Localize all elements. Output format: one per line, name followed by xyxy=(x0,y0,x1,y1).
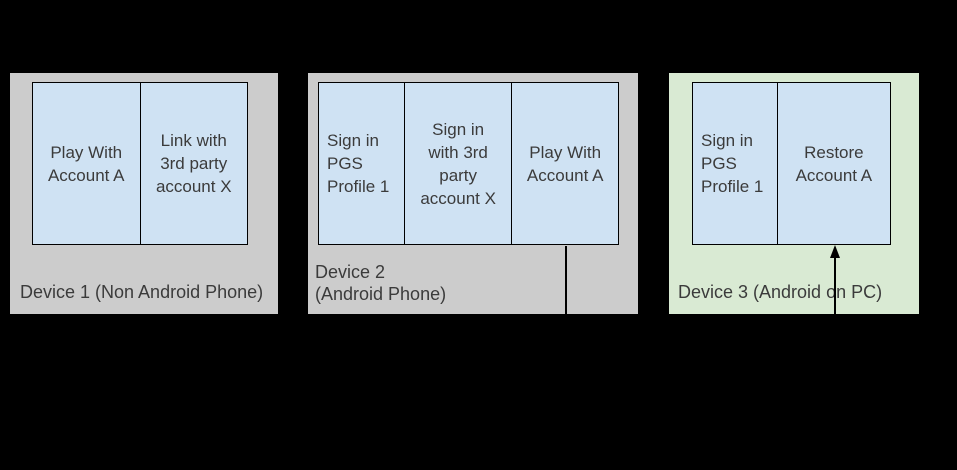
cell-label: Sign in PGS Profile 1 xyxy=(701,131,764,196)
device-1-cell-play-with-account-a: Play With Account A xyxy=(33,83,140,244)
device-2-cell-sign-in-pgs: Sign in PGS Profile 1 xyxy=(319,83,404,244)
device-2-label: Device 2 (Android Phone) xyxy=(315,262,447,304)
device-3-container: Sign in PGS Profile 1 Restore Account A … xyxy=(669,73,919,314)
cell-label: Sign in with 3rd party account X xyxy=(420,119,496,208)
device-1-screen: Play With Account A Link with 3rd party … xyxy=(32,82,248,245)
cell-label: Play With Account A xyxy=(526,142,604,185)
device-2-cell-play-with-account-a: Play With Account A xyxy=(511,83,618,244)
cell-label: Restore Account A xyxy=(795,142,873,185)
device-3-screen: Sign in PGS Profile 1 Restore Account A xyxy=(692,82,891,245)
cell-label: Link with 3rd party account X xyxy=(155,131,232,196)
device-3-cell-restore-account-a: Restore Account A xyxy=(776,83,890,244)
cell-label: Play With Account A xyxy=(47,142,125,185)
cell-label: Sign in PGS Profile 1 xyxy=(327,131,390,196)
device-1-container: Play With Account A Link with 3rd party … xyxy=(10,73,278,314)
device-3-cell-sign-in-pgs: Sign in PGS Profile 1 xyxy=(693,83,777,244)
device-1-cell-link-3rd-party: Link with 3rd party account X xyxy=(139,83,248,244)
device-1-label: Device 1 (Non Android Phone) xyxy=(20,282,264,302)
device-2-cell-sign-in-3rd-party: Sign in with 3rd party account X xyxy=(403,83,512,244)
device-2-container: Sign in PGS Profile 1 Sign in with 3rd p… xyxy=(308,73,638,314)
device-3-label: Device 3 (Android on PC) xyxy=(678,282,883,302)
device-2-screen: Sign in PGS Profile 1 Sign in with 3rd p… xyxy=(318,82,619,245)
